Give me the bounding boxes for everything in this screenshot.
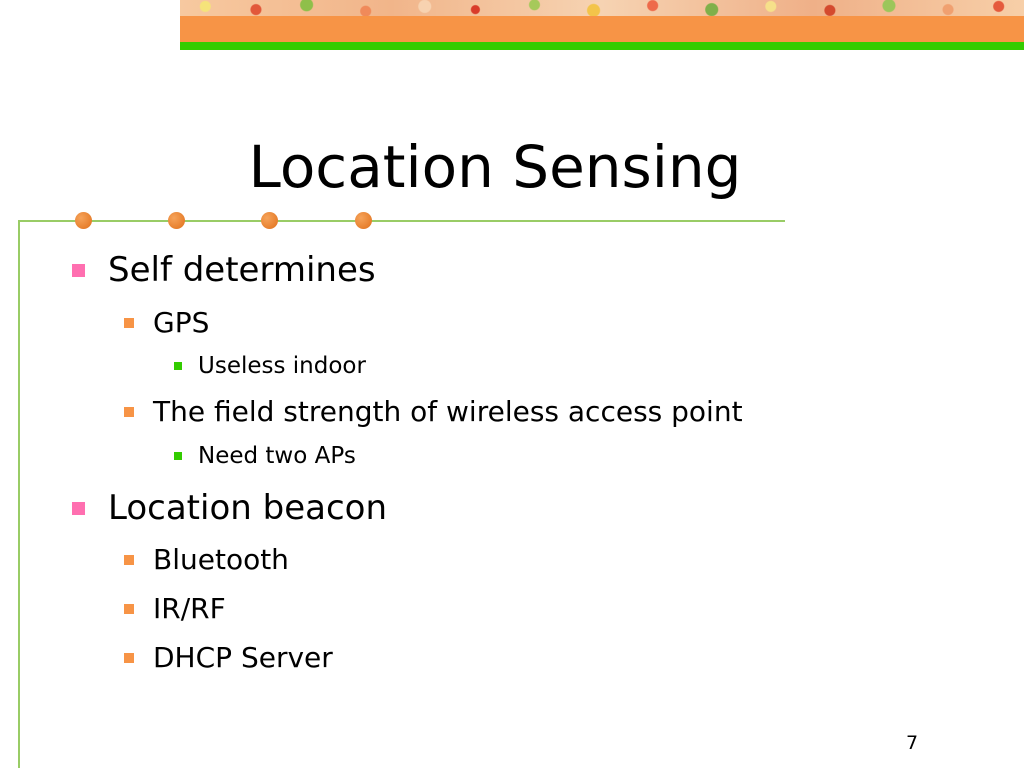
divider-dot-3 [261,212,278,229]
square-bullet-icon [174,452,182,460]
bullet-text: Location beacon [108,488,387,528]
square-bullet-icon [124,604,134,614]
bullet-item: Self determines [72,250,376,290]
bullet-item: Bluetooth [124,543,289,577]
divider-dot-1 [75,212,92,229]
bullet-item: The field strength of wireless access po… [124,395,743,429]
bullet-text: The field strength of wireless access po… [153,395,743,428]
square-bullet-icon [124,555,134,565]
square-bullet-icon [72,502,85,515]
bullet-text: IR/RF [153,592,226,625]
square-bullet-icon [72,264,85,277]
bullet-text: Self determines [108,250,376,290]
slide-title: Location Sensing [248,133,742,201]
bullet-item: DHCP Server [124,641,333,675]
banner-green-band [180,42,1024,50]
bullet-text: Useless indoor [198,353,366,379]
square-bullet-icon [124,318,134,328]
banner-orange-band [180,16,1024,42]
bullet-text: DHCP Server [153,641,333,674]
square-bullet-icon [174,362,182,370]
square-bullet-icon [124,653,134,663]
left-frame-line [18,220,20,768]
divider-dot-2 [168,212,185,229]
flower-strip-image [180,0,1024,16]
bullet-item: IR/RF [124,592,226,626]
bullet-item: GPS [124,306,210,340]
divider-dot-4 [355,212,372,229]
square-bullet-icon [124,407,134,417]
bullet-item: Need two APs [174,442,356,470]
bullet-item: Useless indoor [174,352,366,380]
page-number: 7 [906,732,919,754]
bullet-text: Bluetooth [153,543,289,576]
bullet-text: Need two APs [198,443,356,469]
bullet-text: GPS [153,306,210,339]
title-divider-line [18,220,785,222]
bullet-item: Location beacon [72,488,387,528]
decorative-banner [180,0,1024,50]
